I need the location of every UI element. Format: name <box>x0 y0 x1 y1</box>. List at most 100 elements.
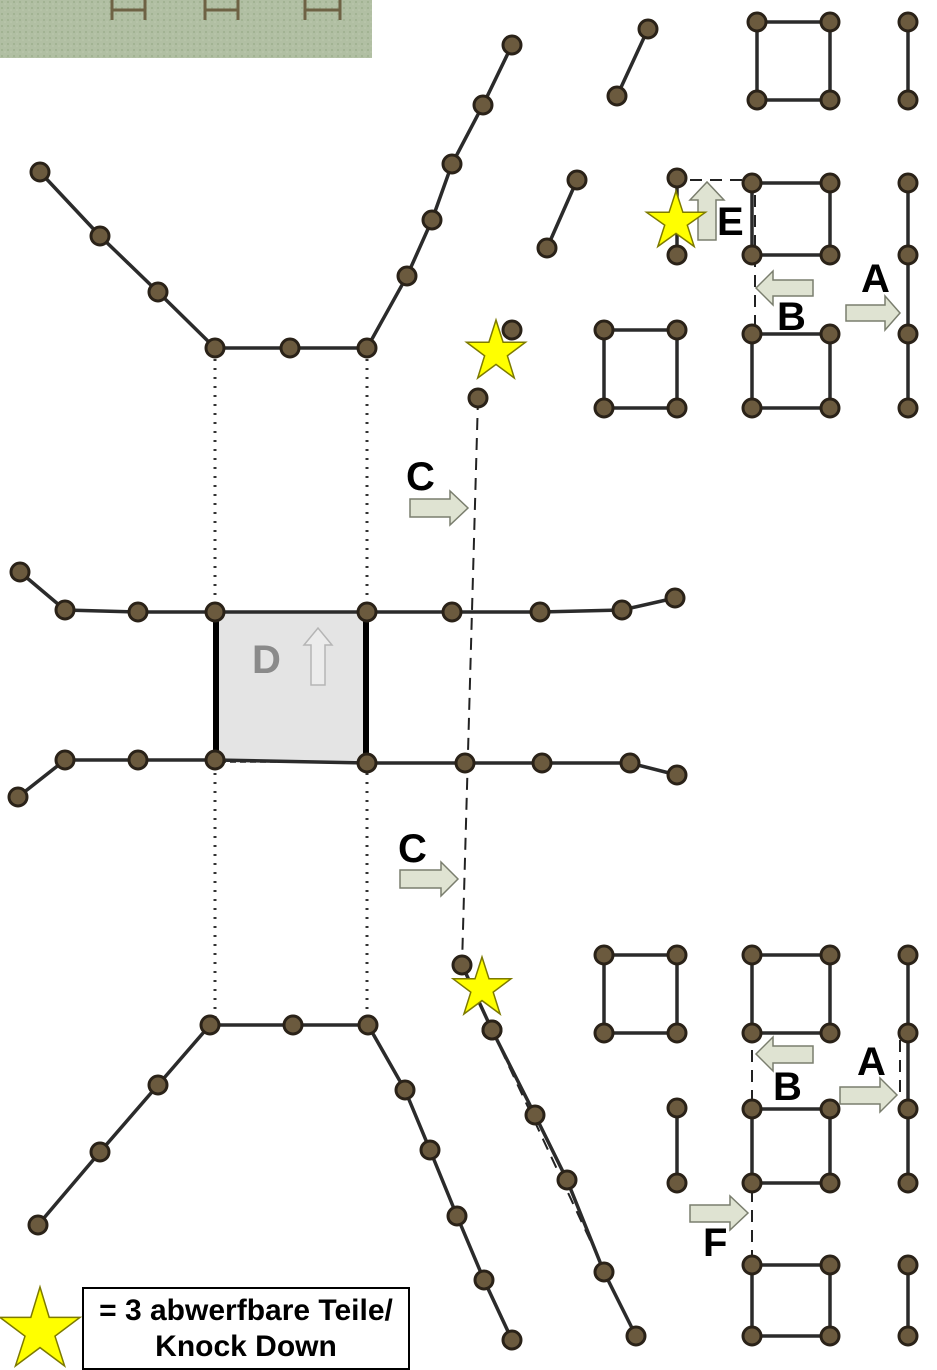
node <box>664 587 686 609</box>
node <box>741 172 763 194</box>
node <box>536 237 558 259</box>
node <box>666 1097 688 1119</box>
node <box>441 153 463 175</box>
node <box>441 601 463 623</box>
star-icon <box>450 954 514 1016</box>
node <box>897 1254 919 1276</box>
arrow-icon <box>839 1076 899 1114</box>
node <box>746 11 768 33</box>
star-icon <box>464 317 528 380</box>
node <box>29 161 51 183</box>
node <box>147 1074 169 1096</box>
square-frame <box>602 328 679 410</box>
labels: A B E C C D A B F <box>252 200 890 1265</box>
label-c-lower: C <box>398 827 427 871</box>
node <box>666 764 688 786</box>
node <box>897 1172 919 1194</box>
node <box>529 601 551 623</box>
star-icon <box>0 1284 83 1369</box>
photo-inset <box>0 0 372 58</box>
node <box>819 1098 841 1120</box>
node <box>204 601 226 623</box>
node <box>199 1014 221 1036</box>
node <box>467 387 489 409</box>
arrow-icon <box>302 626 334 686</box>
label-b-top: B <box>777 295 806 339</box>
square-frame <box>602 953 679 1035</box>
label-b-bottom: B <box>773 1065 802 1109</box>
node <box>394 1079 416 1101</box>
arrow-icon <box>754 1035 814 1073</box>
node <box>454 752 476 774</box>
node <box>356 337 378 359</box>
node <box>897 89 919 111</box>
node <box>501 1329 523 1351</box>
node <box>54 599 76 621</box>
star-icon <box>644 188 708 249</box>
node <box>741 944 763 966</box>
legend-line-1: = 3 abwerfbare Teile/ <box>99 1293 393 1327</box>
node <box>619 752 641 774</box>
node <box>741 1254 763 1276</box>
node <box>741 244 763 266</box>
node <box>396 265 418 287</box>
square-frame <box>750 1263 832 1338</box>
node <box>566 169 588 191</box>
node <box>9 561 31 583</box>
label-a-top: A <box>861 257 890 301</box>
node <box>666 244 688 266</box>
node <box>819 397 841 419</box>
node <box>819 1022 841 1044</box>
node <box>746 89 768 111</box>
center-panel <box>213 611 369 763</box>
arrow-icon <box>399 860 460 898</box>
node <box>89 225 111 247</box>
node <box>451 954 473 976</box>
label-a-bottom: A <box>857 1040 886 1084</box>
node <box>204 749 226 771</box>
node <box>819 1254 841 1276</box>
node <box>279 337 301 359</box>
node <box>204 337 226 359</box>
node <box>593 397 615 419</box>
node <box>897 11 919 33</box>
connector-line <box>545 178 579 250</box>
node <box>89 1141 111 1163</box>
arrow-icon <box>754 269 814 307</box>
square-frame <box>750 953 832 1035</box>
node <box>54 749 76 771</box>
node <box>741 323 763 345</box>
node <box>741 1098 763 1120</box>
node <box>819 172 841 194</box>
connector-line <box>38 43 514 350</box>
node <box>897 397 919 419</box>
node <box>819 89 841 111</box>
node <box>357 1014 379 1036</box>
arrows <box>302 180 902 1232</box>
node <box>556 1169 578 1191</box>
node <box>524 1104 546 1126</box>
nodes <box>7 11 919 1351</box>
node <box>897 244 919 266</box>
label-f-bottom: F <box>703 1221 727 1265</box>
node <box>666 319 688 341</box>
node <box>421 209 443 231</box>
node <box>593 944 615 966</box>
node <box>356 752 378 774</box>
node <box>819 11 841 33</box>
node <box>531 752 553 774</box>
node <box>27 1214 49 1236</box>
stars <box>0 188 708 1369</box>
square-frame <box>750 332 832 410</box>
node <box>666 1022 688 1044</box>
node <box>593 1022 615 1044</box>
node <box>593 1261 615 1283</box>
node <box>819 944 841 966</box>
node <box>666 1172 688 1194</box>
node <box>819 1325 841 1347</box>
node <box>446 1205 468 1227</box>
label-e-top: E <box>717 200 744 244</box>
node <box>741 1022 763 1044</box>
node <box>666 944 688 966</box>
square-frame <box>755 20 832 102</box>
